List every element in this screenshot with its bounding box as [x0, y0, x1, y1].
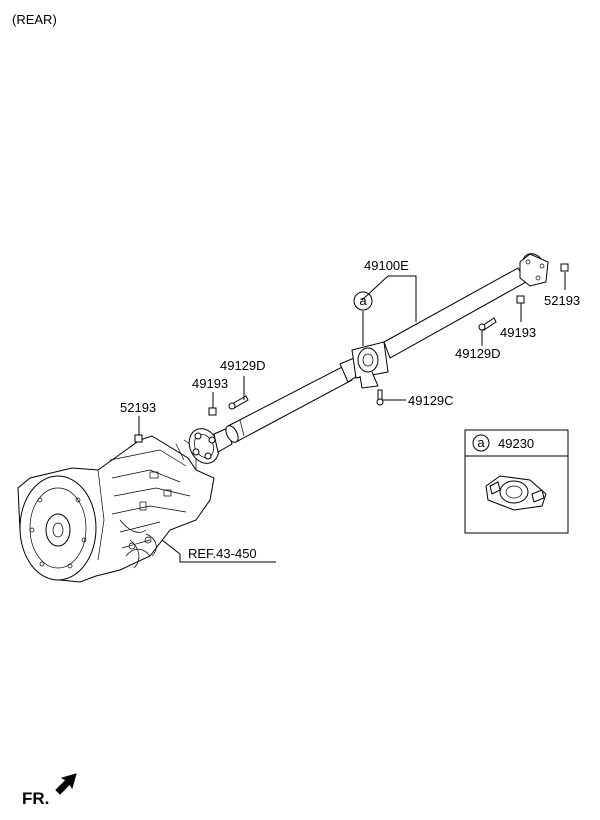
callout-bolt-center[interactable]: 49129C: [408, 393, 454, 408]
shaft-marker[interactable]: a: [353, 291, 373, 311]
center-bearing-drawing: [351, 341, 389, 389]
detail-marker-letter: a: [477, 435, 485, 450]
propeller-shaft: [225, 253, 549, 443]
callout-pin-front[interactable]: 52193: [120, 400, 156, 415]
callout-pin-rear[interactable]: 52193: [544, 293, 580, 308]
transmission-drawing: [17, 435, 215, 583]
direction-label: FR.: [22, 789, 49, 808]
callout-reference[interactable]: REF.43-450: [188, 546, 257, 561]
fasteners: [134, 263, 569, 443]
front-flex-coupling: [188, 427, 233, 464]
center-bearing-detail-drawing: [485, 475, 547, 511]
callout-nut-rear[interactable]: 49193: [500, 325, 536, 340]
callout-nut-front[interactable]: 49193: [192, 376, 228, 391]
detail-box: a 49230: [464, 429, 569, 534]
shaft-marker-letter: a: [359, 293, 367, 308]
callout-center-bearing[interactable]: 49230: [498, 436, 534, 451]
front-arrow-icon: [55, 773, 77, 795]
callout-bolt-front[interactable]: 49129D: [220, 358, 266, 373]
front-direction-indicator: FR.: [22, 773, 77, 808]
callout-shaft-assembly[interactable]: 49100E: [364, 258, 409, 273]
callout-bolt-rear[interactable]: 49129D: [455, 346, 501, 361]
view-label: (REAR): [12, 12, 57, 27]
leader-lines: [138, 272, 566, 563]
